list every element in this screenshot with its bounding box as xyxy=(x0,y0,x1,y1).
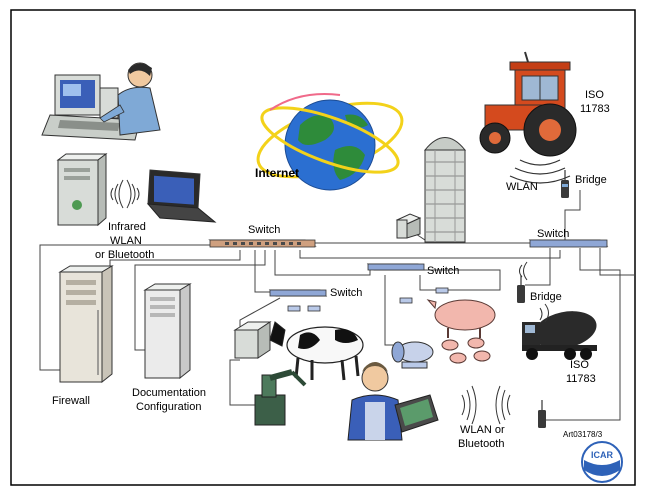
switch-left-label: Switch xyxy=(330,287,362,299)
silo-illustration xyxy=(423,137,467,243)
icar-logo: ICAR xyxy=(581,441,623,483)
wireless-signal-icon xyxy=(461,385,511,425)
laptop-illustration xyxy=(146,169,217,223)
pigs-illustration xyxy=(426,299,496,364)
logo-text: ICAR xyxy=(591,450,613,460)
tractor-illustration xyxy=(479,51,577,157)
iso-number-top: 11783 xyxy=(580,103,610,115)
firewall-label: Firewall xyxy=(52,395,90,407)
control-cabinet xyxy=(233,321,272,359)
switch-right-device xyxy=(528,239,609,248)
wireless-signal-icon xyxy=(519,261,549,323)
camera-device xyxy=(391,341,434,369)
wlan-label-top: WLAN xyxy=(506,181,538,193)
infrared-label: Infrared xyxy=(108,221,146,233)
access-point-box xyxy=(395,213,422,239)
firewall-server xyxy=(58,265,114,384)
switch-main-label: Switch xyxy=(248,224,280,236)
farmer-with-tablet-illustration xyxy=(347,362,439,441)
documentation-label: Documentation xyxy=(132,387,206,399)
bluetooth-label-left: or Bluetooth xyxy=(95,249,154,261)
milking-robot-illustration xyxy=(254,369,307,426)
switch-main-device xyxy=(208,239,317,248)
bridge-label-top: Bridge xyxy=(575,174,607,186)
wlan-label-bottom: WLAN or xyxy=(460,424,505,436)
mixer-truck-illustration xyxy=(522,311,597,360)
tower-pc-illustration xyxy=(56,153,108,227)
page-border xyxy=(10,9,636,486)
internet-globe-icon xyxy=(256,93,404,191)
desktop-user-illustration xyxy=(41,62,161,141)
bridge-device xyxy=(561,170,569,198)
switch-right-label: Switch xyxy=(537,228,569,240)
switch-mid-label: Switch xyxy=(427,265,459,277)
internet-label: Internet xyxy=(255,166,299,180)
wireless-signal-icon xyxy=(110,179,140,209)
switch-left-device xyxy=(268,289,328,297)
cow-illustration xyxy=(269,321,364,381)
bridge-device xyxy=(538,400,546,428)
bluetooth-label-bottom: Bluetooth xyxy=(458,438,504,450)
sensor-devices xyxy=(287,287,449,312)
iso-label-mid: ISO xyxy=(570,359,589,371)
iso-label-top: ISO xyxy=(585,89,604,101)
bridge-device xyxy=(517,275,525,303)
network-cables xyxy=(39,190,636,421)
documentation-server xyxy=(143,283,192,380)
art-code-label: Art03178/3 xyxy=(563,430,603,439)
switch-mid-device xyxy=(366,263,426,271)
wlan-label-left: WLAN xyxy=(110,235,142,247)
iso-number-mid: 11783 xyxy=(566,373,596,385)
bridge-label-mid: Bridge xyxy=(530,291,562,303)
configuration-label: Configuration xyxy=(136,401,201,413)
